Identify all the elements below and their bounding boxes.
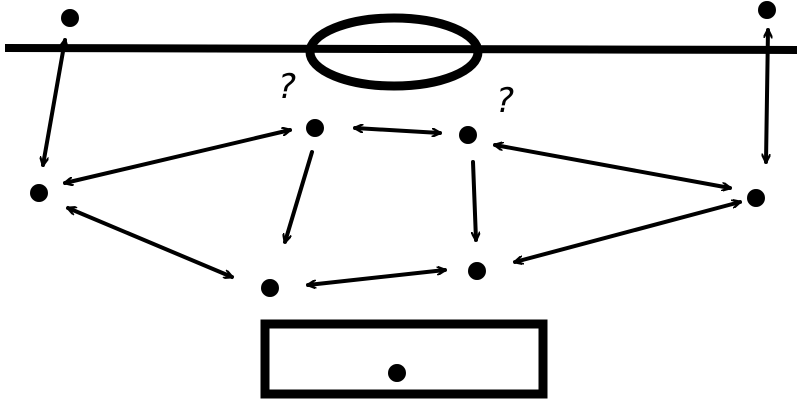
horizontal-line [4, 44, 798, 54]
node-top-left [61, 9, 79, 27]
oval [305, 13, 483, 91]
arrow-topleft-left [43, 38, 65, 167]
arrows [43, 28, 768, 285]
arrow-left-centerleft [63, 130, 292, 183]
arrow-bottomright-right [513, 202, 742, 262]
arrow-bottomleft-bottomright [306, 270, 447, 285]
node-bottom-left [261, 279, 279, 297]
arrow-centerleft-centerright [353, 128, 442, 133]
question-mark-right: ? [496, 81, 514, 121]
arrow-centerleft-bottomleft [285, 150, 314, 242]
node-in-box [388, 364, 406, 382]
node-left [30, 184, 48, 202]
nodes [30, 1, 776, 382]
node-right [747, 189, 765, 207]
node-top-right [758, 1, 776, 19]
rectangle-box [260, 319, 548, 399]
arrow-centerright-bottomright [471, 160, 476, 242]
question-mark-left: ? [278, 67, 296, 107]
node-bottom-right [468, 262, 486, 280]
arrow-centerright-right [493, 145, 732, 188]
node-center-left [306, 119, 324, 137]
arrow-topright-right [766, 28, 768, 164]
arrow-left-bottomleft [68, 208, 232, 277]
node-center-right [459, 126, 477, 144]
